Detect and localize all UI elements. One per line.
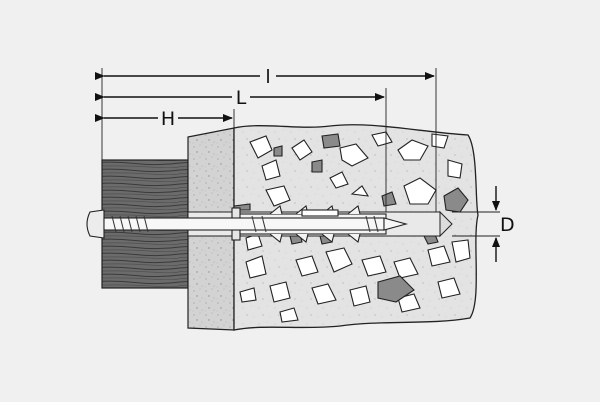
label-total-length: l xyxy=(265,66,270,88)
label-anchor-length: L xyxy=(236,87,247,109)
screw xyxy=(86,209,409,239)
label-diameter: D xyxy=(500,214,515,236)
label-fixture-thickness: H xyxy=(161,108,175,130)
label-backgrounds xyxy=(158,64,276,130)
concrete-aggregate xyxy=(233,131,471,323)
